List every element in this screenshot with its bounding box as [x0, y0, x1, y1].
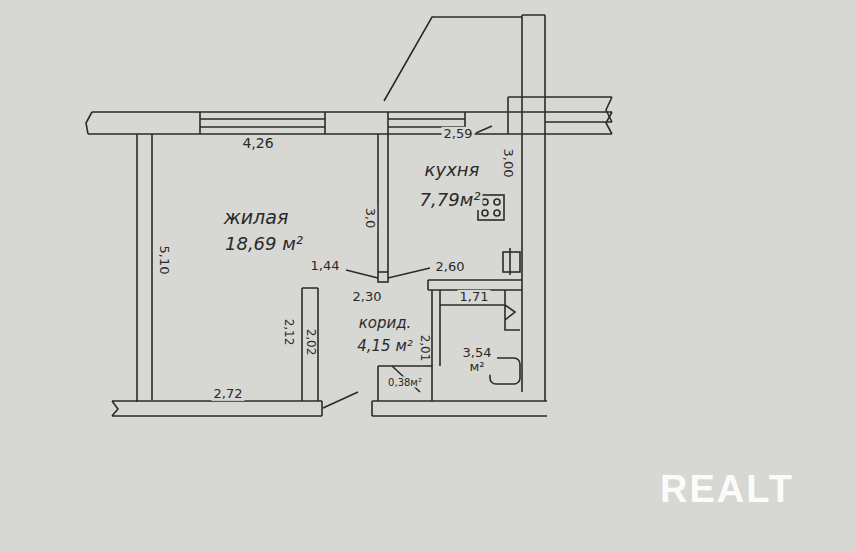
dimension-label: 2,30 [351, 290, 384, 304]
dimension-label: 5,10 [157, 244, 171, 277]
dimension-label: 2,02 [303, 327, 316, 358]
area-label: 7,79м² [418, 190, 483, 210]
dimension-label: 1,71 [458, 290, 491, 304]
dimension-label: 4,26 [240, 136, 275, 151]
dimension-label: 3,0 [363, 206, 377, 231]
dimension-label: 2,60 [434, 260, 467, 274]
area-label: 3,54 м² [457, 346, 497, 375]
dimension-label: 2,12 [281, 317, 294, 348]
room-name: кухня [423, 160, 482, 180]
dimension-label: 2,01 [417, 333, 430, 364]
room-name: корид. [357, 315, 414, 332]
dimension-label: 2,72 [212, 387, 245, 401]
area-label: 18,69 м² [223, 234, 305, 254]
room-name: жилая [222, 207, 291, 228]
watermark: REALT [658, 469, 796, 511]
dimension-label: 3,00 [501, 147, 515, 180]
area-label: 4,15 м² [355, 338, 415, 355]
area-label: 0,38м² [386, 377, 424, 388]
dimension-label: 1,44 [309, 259, 342, 273]
dimension-label: 2,59 [442, 127, 475, 141]
